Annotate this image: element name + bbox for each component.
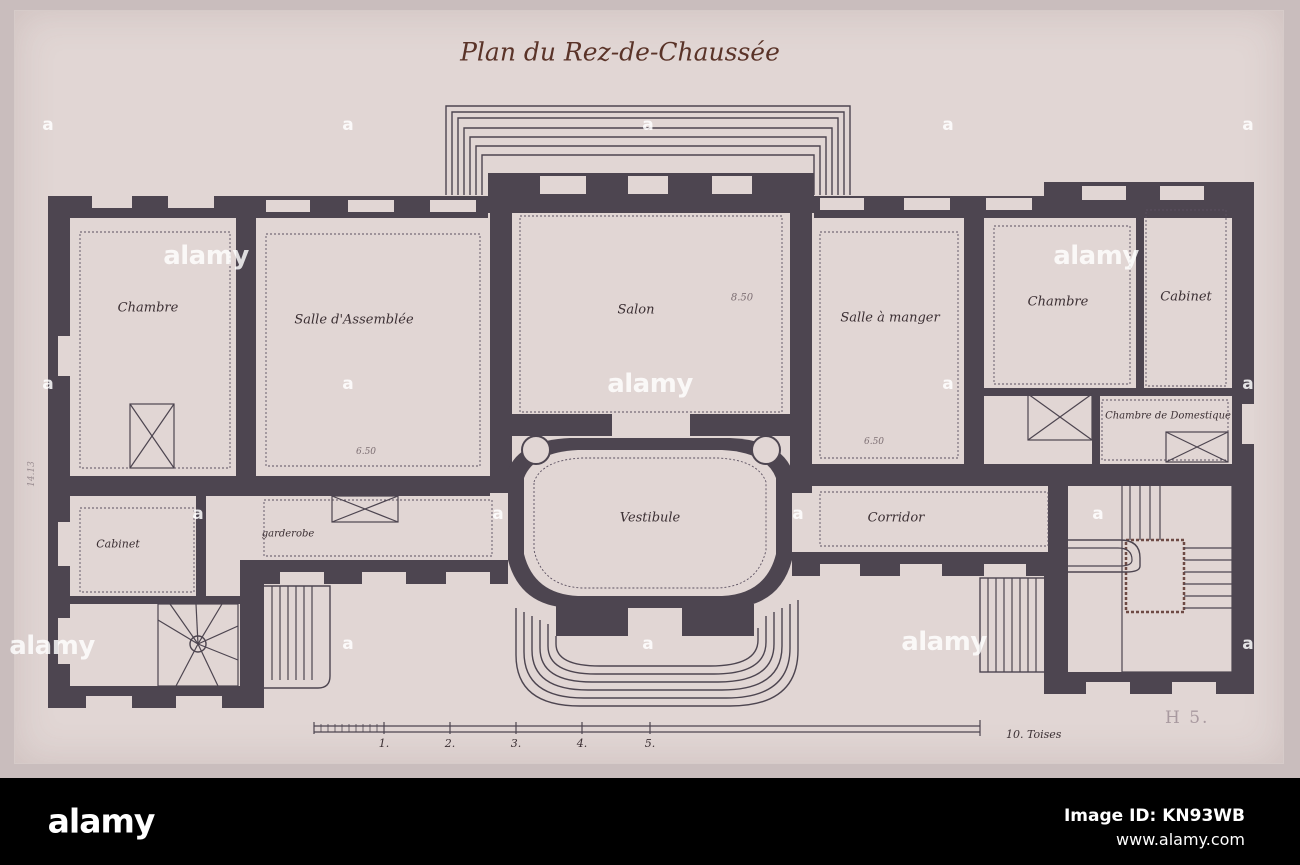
room-label-chambre-right: Chambre [1027,294,1089,310]
watermark-dot: a [342,115,354,135]
room-label-salon: Salon [617,302,655,318]
scale-number-1: 1. [378,737,390,750]
watermark-dot: a [1242,374,1254,394]
watermark-dot: a [942,115,954,135]
entrance-steps-top [445,105,851,195]
inventory-mark: H 5. [1165,708,1210,728]
grand-stair-right [1068,483,1233,673]
scale-bar [313,720,981,736]
window-openings [58,176,1254,708]
side-stairs-left [264,585,331,689]
watermark-dot: a [492,504,504,524]
floor-plan [48,105,1254,736]
interior-walls [70,213,1232,604]
watermark-dot: a [42,374,54,394]
vestibule-oval [508,435,792,636]
room-label-garderobe: garderobe [261,528,315,540]
scale-number-2: 2. [444,737,456,750]
spiral-stair-left [157,603,239,687]
room-label-salle-a-manger: Salle à manger [840,310,940,326]
watermark-dot: a [342,634,354,654]
watermark-alamy: alamy [9,631,95,661]
paper-sheet [14,10,1284,764]
watermark-dot: a [1242,115,1254,135]
watermark-dot: a [642,115,654,135]
watermark-dot: a [1092,504,1104,524]
annotation-margin-left: 14.13 [27,461,37,487]
side-stairs-right [979,577,1047,673]
alamy-logo: alamy [47,801,156,841]
room-label-chambre-left: Chambre [117,300,179,316]
entrance-steps-bottom [515,600,799,707]
scale-number-3: 3. [510,737,522,750]
image-id: Image ID: KN93WB [1063,806,1245,826]
watermark-alamy: alamy [607,369,693,399]
bed-markers [129,393,1229,523]
watermark-alamy: alamy [901,627,987,657]
room-label-cabinet-right: Cabinet [1160,289,1212,305]
scale-number-4: 4. [576,737,588,750]
annotation-assemblee-dimension: 6.50 [355,447,377,457]
annotation-salon-dimension: 8.50 [730,292,754,304]
watermark-dot: a [42,115,54,135]
watermark-dot: a [942,374,954,394]
room-label-salle-assemblee: Salle d'Assemblée [294,312,414,328]
watermark-alamy: alamy [163,241,249,271]
room-label-corridor: Corridor [867,510,925,526]
stock-footer: alamy Image ID: KN93WB www.alamy.com [0,778,1300,865]
room-label-chambre-domestique: Chambre de Domestique [1105,410,1231,422]
annotation-manger-dimension: 6.50 [863,437,885,447]
drawing-title: Plan du Rez-de-Chaussée [460,37,780,67]
scale-number-5: 5. [644,737,656,750]
watermark-dot: a [642,634,654,654]
room-label-cabinet-left: Cabinet [96,537,140,551]
room-label-vestibule: Vestibule [619,510,681,526]
watermark-dot: a [192,504,204,524]
watermark-dot: a [342,374,354,394]
room-outlines [79,209,1229,593]
site-url: www.alamy.com [1116,830,1245,849]
watermark-alamy: alamy [1053,241,1139,271]
watermark-dot: a [792,504,804,524]
watermark-dot: a [1242,634,1254,654]
scale-end-label: 10. Toises [1006,728,1062,741]
